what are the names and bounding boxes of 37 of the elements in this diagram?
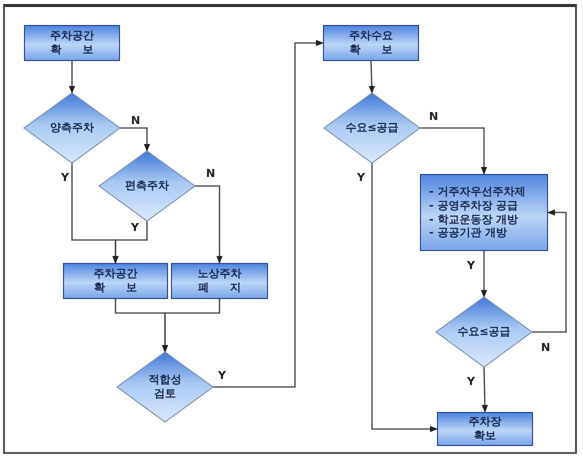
decision-diamond [99, 151, 195, 221]
process-box [63, 263, 168, 299]
arrow [195, 185, 223, 264]
list-item: - 학교운동장 개방 [429, 212, 518, 226]
node-label: 주차장 확보 [468, 415, 502, 443]
arrow [68, 61, 76, 94]
process-box [420, 174, 548, 251]
node-label: 양측주차 [50, 121, 94, 135]
node-label: 수요≤공급 [457, 325, 511, 339]
decision-diamond [24, 93, 120, 163]
list-item: - 공공기관 개방 [429, 226, 508, 240]
arrow [120, 127, 150, 152]
arrow [213, 40, 324, 388]
arrow [420, 127, 488, 175]
node-label: 주차공간 확 보 [92, 267, 138, 295]
node-label: 적합성 검토 [148, 373, 182, 401]
process-box [323, 25, 419, 61]
arrow [112, 221, 148, 264]
arrow [368, 60, 375, 94]
arrow [371, 163, 438, 432]
arrow [162, 299, 220, 353]
node-label: 주차공간 확 보 [49, 29, 95, 57]
process-box [171, 263, 268, 299]
arrow [532, 209, 567, 333]
list-item: - 거주자우선주차제 [429, 185, 526, 199]
node-label: 노상주차 폐 지 [196, 267, 242, 295]
node-label: 주차수요 확 보 [348, 29, 394, 57]
process-box [24, 25, 120, 61]
list-item: - 공영주차장 공급 [429, 198, 518, 212]
decision-diamond [117, 352, 213, 422]
arrow [482, 366, 488, 413]
process-box [437, 412, 533, 446]
decision-diamond [324, 93, 420, 163]
node-label: 수요≤공급 [345, 121, 399, 135]
node-label: 편측주차 [125, 179, 169, 193]
decision-diamond [436, 297, 532, 367]
arrow [480, 251, 488, 298]
